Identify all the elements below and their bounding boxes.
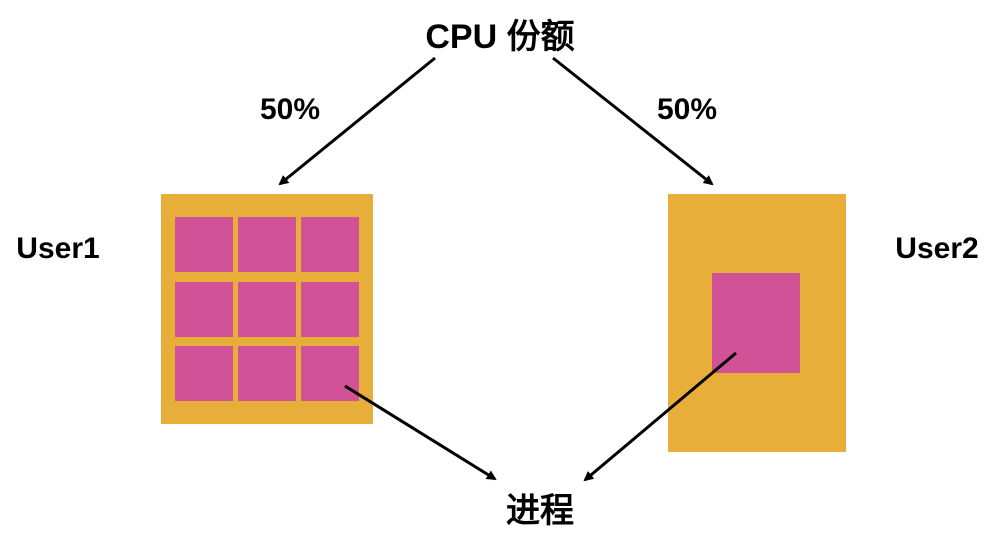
- user1-process: [301, 282, 359, 337]
- arrow-cpu-to-user1: [278, 56, 436, 186]
- user1-process: [175, 346, 233, 401]
- user2-label: User2: [895, 232, 978, 265]
- user1-process: [238, 282, 296, 337]
- arrow-user2-to-process: [583, 351, 737, 482]
- user1-process: [238, 346, 296, 401]
- user1-process: [301, 217, 359, 272]
- user1-label: User1: [16, 232, 99, 265]
- cpu-share-title: CPU 份额: [425, 18, 574, 56]
- share-right-label: 50%: [657, 93, 717, 126]
- process-label: 进程: [506, 492, 574, 530]
- user1-process: [175, 282, 233, 337]
- user1-process: [301, 346, 359, 401]
- user1-process: [175, 217, 233, 272]
- user1-process: [238, 217, 296, 272]
- arrow-user1-to-process: [344, 384, 497, 481]
- share-left-label: 50%: [260, 93, 320, 126]
- user1-processes: [175, 217, 359, 401]
- user2-process: [712, 273, 800, 373]
- arrow-cpu-to-user2: [552, 56, 714, 186]
